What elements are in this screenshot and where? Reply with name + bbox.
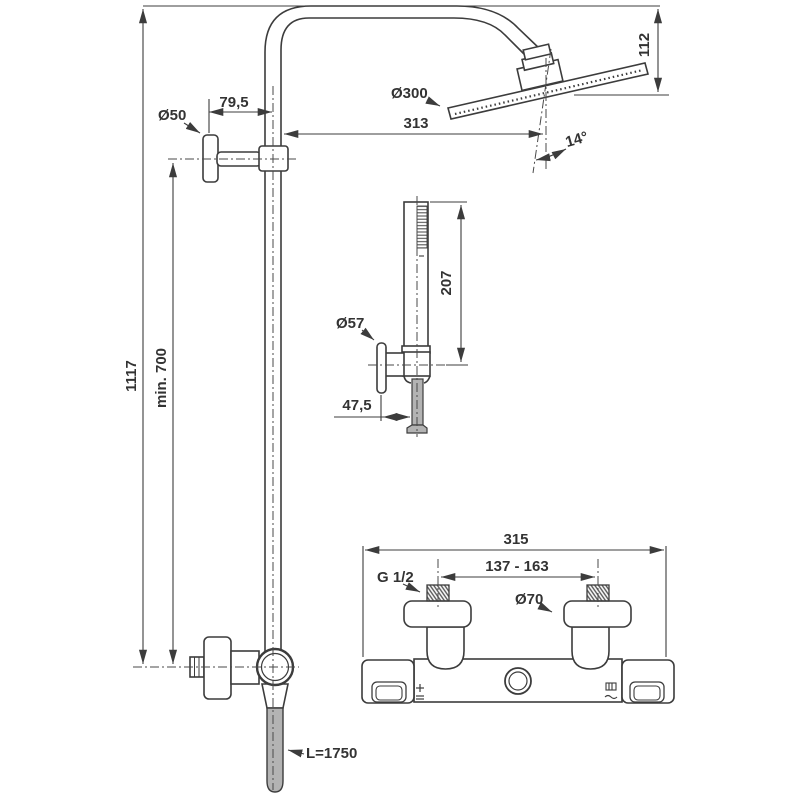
s-union-left [426,626,465,670]
label-handshower-length: 207 [438,270,455,295]
label-inlet-thread: G 1/2 [377,569,414,586]
label-mixer-width: 315 [503,531,528,548]
holder-wall-plate [376,342,387,394]
label-total-height: 1117 [123,360,140,392]
leader-hose [287,749,305,758]
flow-plus-minus-icon [416,684,424,700]
overhead-shower [447,43,649,120]
label-head-height: 112 [636,33,653,57]
escutcheon-left [403,600,472,628]
dimension-labels: 1117 min. 700 Ø50 79,5 Ø300 313 112 14° … [123,33,653,762]
label-bracket-offset: 79,5 [219,94,248,111]
grip-right-inner [633,685,661,701]
handle-taper-left [403,375,412,384]
shower-head-plate [447,62,649,120]
dimension-lines [138,5,669,758]
grip-left-outer [371,681,407,703]
hand-shower-spray-face [416,205,428,249]
leader-o300 [425,96,441,107]
label-escutcheon-diameter: Ø70 [515,591,543,608]
grip-right-outer [629,681,665,703]
label-head-diameter: Ø300 [391,85,428,102]
grip-left-inner [375,685,403,701]
label-hose-length: L=1750 [306,745,357,762]
body-cap-inner [508,671,528,691]
riser-pipe-inner-edge [280,17,525,652]
mixer-front-view [361,584,675,704]
handle-taper-right [423,375,431,384]
label-head-reach: 313 [403,115,428,132]
side-lower-taper [261,683,289,709]
shower-head-nozzles [454,68,644,116]
escutcheon-right [563,600,632,628]
leader-g12 [402,582,421,593]
mixer-side-view [189,636,295,793]
s-union-right [571,626,610,670]
label-inlet-spacing: 137 - 163 [485,558,548,575]
leader-o57 [360,327,375,341]
label-holder-diameter: Ø57 [336,315,364,332]
dim-14deg-arc [535,148,567,162]
side-escutcheon-plate [203,636,232,700]
label-min-height: min. 700 [153,348,170,408]
label-head-angle: 14° [564,128,590,151]
label-bracket-diameter: Ø50 [158,107,186,124]
head-swivel-nut-upper [522,43,552,61]
leader-o50 [183,121,201,134]
hand-shower [376,201,431,434]
temperature-icon [604,682,618,700]
main-hose [266,707,284,793]
leader-o70 [537,601,553,613]
label-holder-offset: 47,5 [342,397,371,414]
